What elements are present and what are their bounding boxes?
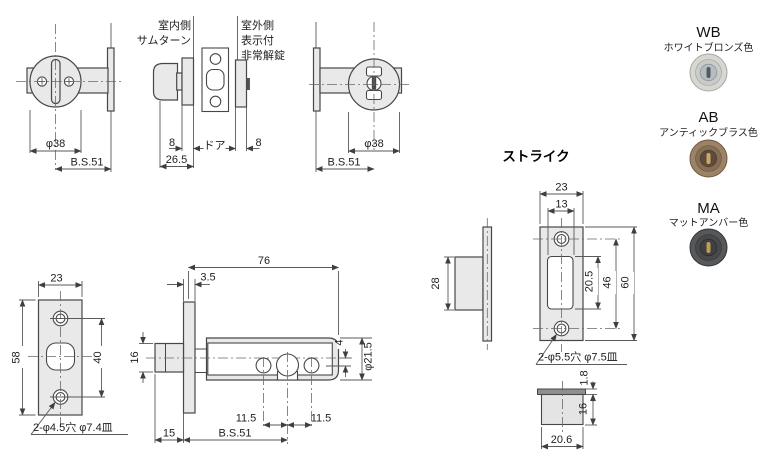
finish-wb: WB ホワイトブロンズ色 — [664, 24, 754, 92]
finish-cylinder-photo — [689, 228, 728, 267]
dim-label: 40 — [92, 351, 104, 363]
outdoor-rose — [234, 59, 248, 108]
outdoor-label-1: 室外側 — [241, 18, 274, 32]
dim-label: 13 — [555, 199, 567, 211]
dim-dia38: φ38 — [347, 112, 401, 154]
strike-opening — [546, 255, 574, 310]
indoor-label-1: 室内側 — [158, 18, 191, 32]
dust-box-lip — [537, 388, 586, 395]
faceplate-front-view: 23 58 40 2-φ4.5穴 φ7.4皿 — [11, 273, 128, 435]
dim-label: 8 — [255, 137, 261, 149]
strike-views: ストライク 28 23 13 — [430, 149, 637, 365]
thumbturn-outside-view: φ38 B.S.51 — [16, 23, 122, 172]
faceplate-dimensions: 23 58 40 2-φ4.5穴 φ7.4皿 — [11, 273, 128, 435]
latch-dimensions: 76 3.5 16 4 φ21.5 11.5 11.5 — [129, 255, 378, 443]
dim-backset: B.S.51 — [54, 157, 112, 172]
keyhole-slot — [706, 153, 711, 164]
dust-box-view: 1.8 16 20.6 — [537, 370, 597, 450]
dim-backset: B.S.51 — [315, 157, 375, 172]
finish-name: ホワイトブロンズ色 — [664, 41, 754, 54]
emergency-release-slot — [246, 78, 250, 90]
faceplate-side — [182, 301, 196, 414]
finish-code: MA — [697, 200, 720, 217]
finish-ma: MA マットアンバー色 — [669, 200, 749, 267]
indoor-label-2: サムターン — [137, 34, 191, 47]
dim-label: 46 — [602, 276, 614, 288]
finish-code: WB — [696, 24, 720, 41]
dim-label: 8 — [169, 137, 175, 149]
dim-label: 20.6 — [551, 434, 572, 446]
faceplate-edge — [312, 47, 321, 112]
dim-label: 20.5 — [584, 271, 596, 292]
screw-note: 2-φ4.5穴 φ7.4皿 — [33, 420, 113, 434]
cylinder-outside-view: φ38 B.S.51 — [309, 22, 412, 172]
dim-label: 15 — [163, 428, 175, 440]
dim-label: 3.5 — [200, 272, 215, 284]
dust-box-dimensions: 1.8 16 20.6 — [540, 370, 597, 450]
dim-label: 26.5 — [166, 154, 187, 166]
keyhole-slot — [706, 242, 711, 253]
dim-label: 16 — [578, 403, 590, 415]
dim-label: φ21.5 — [363, 342, 375, 371]
dim-label: 76 — [258, 255, 270, 267]
strike-box — [454, 256, 484, 311]
finish-cylinder-photo — [689, 139, 728, 178]
finish-swatches: WB ホワイトブロンズ色 AB アンティックブラス色 MA マットアンバー色 — [659, 24, 758, 267]
dim-label: 1.8 — [579, 370, 591, 385]
strike-title: ストライク — [502, 149, 569, 164]
spindle — [176, 72, 183, 91]
screw-note: 2-φ5.5穴 φ7.5皿 — [538, 350, 618, 364]
finish-ab: AB アンティックブラス色 — [659, 109, 758, 178]
dim-label: 23 — [555, 182, 567, 194]
thumbturn-knob — [152, 62, 179, 101]
dim-label: 4 — [334, 339, 346, 345]
dim-label: φ38 — [46, 138, 65, 150]
finish-code: AB — [698, 109, 718, 126]
dim-label: 11.5 — [236, 413, 257, 425]
finish-cylinder-photo — [689, 53, 728, 92]
dim-label: B.S.51 — [70, 157, 103, 169]
dim-dia38: φ38 — [29, 110, 82, 154]
dim-box-depth: 28 — [430, 256, 454, 311]
dim-label: B.S.51 — [218, 428, 251, 440]
dim-label: 23 — [50, 273, 62, 285]
finish-name: マットアンバー色 — [669, 216, 749, 229]
indoor-rose — [181, 57, 195, 106]
finish-name: アンティックブラス色 — [659, 126, 758, 139]
dim-label: B.S.51 — [327, 157, 360, 169]
outdoor-label-3: 非常解錠 — [241, 48, 285, 62]
latch-side-view: 76 3.5 16 4 φ21.5 11.5 11.5 — [129, 255, 378, 444]
dim-label: 11.5 — [311, 413, 332, 425]
strike-dimensions: 23 13 20.5 46 60 2-φ5.5穴 φ7.5皿 — [535, 182, 637, 365]
dim-label: 58 — [11, 351, 23, 363]
keyhole-slot — [706, 67, 711, 78]
dim-label: 28 — [430, 277, 442, 289]
cross-section-view: 室内側 サムターン 室外側 表示付 非常解錠 8 ドア 8 26.5 — [137, 16, 285, 170]
outdoor-label-2: 表示付 — [241, 33, 274, 47]
dim-label: 16 — [129, 351, 141, 363]
dim-label: ドア — [204, 140, 226, 152]
section-dimensions: 8 ドア 8 26.5 — [159, 101, 262, 170]
dim-label: φ38 — [364, 138, 383, 150]
dim-label: 60 — [620, 276, 632, 288]
